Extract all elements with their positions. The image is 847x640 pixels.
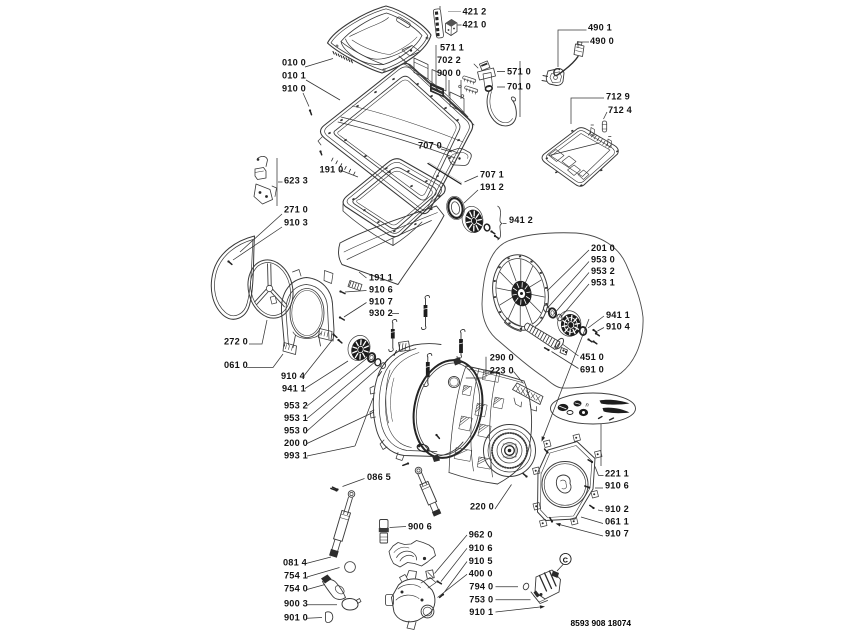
svg-text:707 1: 707 1 — [480, 169, 504, 179]
svg-text:451 0: 451 0 — [580, 352, 604, 362]
svg-text:900 0: 900 0 — [437, 68, 461, 78]
svg-text:010 1: 010 1 — [282, 71, 306, 81]
svg-text:941 1: 941 1 — [606, 310, 630, 320]
svg-text:421 0: 421 0 — [463, 20, 487, 30]
svg-text:701 0: 701 0 — [507, 82, 531, 92]
svg-text:754 0: 754 0 — [284, 584, 308, 594]
svg-text:221 1: 221 1 — [605, 468, 629, 478]
svg-text:691 0: 691 0 — [580, 364, 604, 374]
svg-text:900 3: 900 3 — [284, 599, 308, 609]
svg-text:910 0: 910 0 — [282, 84, 306, 94]
svg-text:930 2: 930 2 — [369, 308, 393, 318]
svg-text:061 1: 061 1 — [605, 517, 629, 527]
svg-text:702 2: 702 2 — [437, 55, 461, 65]
svg-text:910 6: 910 6 — [469, 543, 493, 553]
svg-text:571 1: 571 1 — [440, 43, 464, 53]
svg-text:941 1: 941 1 — [282, 384, 306, 394]
svg-text:910 7: 910 7 — [369, 297, 393, 307]
svg-text:490 0: 490 0 — [590, 36, 614, 46]
svg-text:191 1: 191 1 — [369, 273, 393, 283]
svg-text:794 0: 794 0 — [469, 582, 493, 592]
svg-text:953 1: 953 1 — [591, 278, 615, 288]
svg-text:753 0: 753 0 — [469, 594, 493, 604]
svg-text:953 2: 953 2 — [284, 401, 308, 411]
svg-text:061 0: 061 0 — [224, 360, 248, 370]
svg-text:910 5: 910 5 — [469, 556, 493, 566]
svg-text:8593 908 18074: 8593 908 18074 — [571, 618, 632, 628]
svg-text:623 3: 623 3 — [284, 176, 308, 186]
svg-text:910 7: 910 7 — [605, 529, 629, 539]
svg-text:707 0: 707 0 — [418, 141, 442, 151]
svg-text:400 0: 400 0 — [469, 569, 493, 579]
svg-text:571 0: 571 0 — [507, 67, 531, 77]
svg-text:081 4: 081 4 — [283, 557, 308, 567]
svg-text:191 2: 191 2 — [480, 182, 504, 192]
svg-text:953 0: 953 0 — [284, 426, 308, 436]
svg-text:490 1: 490 1 — [588, 23, 612, 33]
svg-text:271 0: 271 0 — [284, 205, 308, 215]
svg-text:223 0: 223 0 — [490, 365, 514, 375]
svg-text:010 0: 010 0 — [282, 58, 306, 68]
svg-text:953 0: 953 0 — [591, 255, 615, 265]
svg-text:953 2: 953 2 — [591, 266, 615, 276]
svg-text:900 6: 900 6 — [408, 521, 432, 531]
svg-text:290 0: 290 0 — [490, 352, 514, 362]
svg-text:086 5: 086 5 — [367, 472, 391, 482]
svg-text:910 6: 910 6 — [369, 285, 393, 295]
svg-text:901 0: 901 0 — [284, 612, 308, 622]
svg-text:962 0: 962 0 — [469, 530, 493, 540]
svg-text:421 2: 421 2 — [463, 7, 487, 17]
svg-text:910 4: 910 4 — [281, 371, 306, 381]
svg-text:272 0: 272 0 — [224, 337, 248, 347]
svg-text:191 0: 191 0 — [320, 165, 344, 175]
svg-text:200 0: 200 0 — [284, 438, 308, 448]
svg-text:910 1: 910 1 — [469, 607, 493, 617]
svg-text:953 1: 953 1 — [284, 413, 308, 423]
svg-text:C: C — [563, 555, 568, 564]
svg-text:910 4: 910 4 — [606, 322, 631, 332]
svg-text:941 2: 941 2 — [509, 215, 533, 225]
svg-text:220 0: 220 0 — [470, 501, 494, 511]
svg-text:754 1: 754 1 — [284, 570, 308, 580]
svg-text:201 0: 201 0 — [591, 243, 615, 253]
svg-text:712 4: 712 4 — [608, 105, 633, 115]
svg-text:n: n — [586, 403, 589, 409]
svg-text:910 2: 910 2 — [605, 504, 629, 514]
svg-text:910 6: 910 6 — [605, 481, 629, 491]
svg-text:910 3: 910 3 — [284, 218, 308, 228]
svg-text:993 1: 993 1 — [284, 451, 308, 461]
svg-text:712 9: 712 9 — [606, 92, 630, 102]
